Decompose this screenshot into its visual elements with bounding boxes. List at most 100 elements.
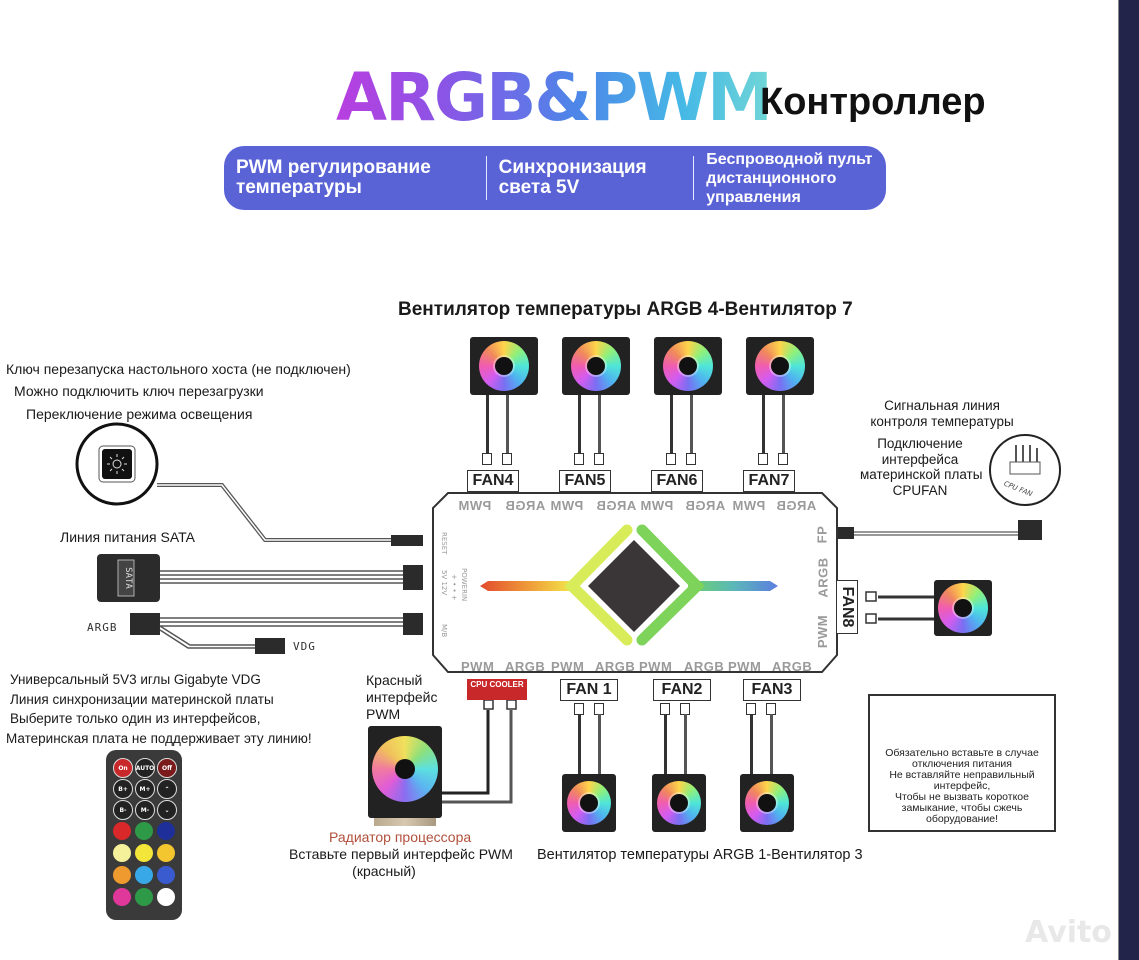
fan-1-unit [562,774,616,832]
fp-connector [838,527,854,539]
fan-icon [746,337,814,395]
remote-button-up[interactable]: ⌃ [157,779,177,799]
title-argb-pwm: ARGB&PWM [336,59,773,136]
hub-top-pin: PWM [732,498,766,513]
reset-note-1: Ключ перезапуска настольного хоста (не п… [6,361,351,377]
fan-icon [562,337,630,395]
sata-text: SATA [123,567,133,589]
bottom-fans-title: Вентилятор температуры ARGB 1-Вентилятор… [537,847,863,863]
cpu-cooler-image [368,726,442,818]
hub-top-pin: PWM [458,498,492,513]
fan-3-unit [740,774,794,832]
remote-button-on[interactable]: On [113,758,133,778]
fan-icon [652,774,706,832]
cpu-insert-note: Вставьте первый интерфейс PWM(красный) [289,846,513,879]
m-b-connector [403,613,423,635]
warning-text: Обязательно вставьте в случае отключения… [885,747,1039,825]
hub-left-mb: M/B [440,624,448,638]
reset-note-2: Можно подключить ключ перезагрузки [14,383,264,399]
reset-note-3: Переключение режима освещения [26,406,253,422]
remote-color-button[interactable] [113,866,131,884]
hub-top-pin: PWM [550,498,584,513]
hub-top-pin: PWM [640,498,674,513]
hub-right-pin-argb: ARGB [815,557,831,598]
hub-left-powerin: POWERIN [460,568,468,602]
remote-color-button[interactable] [157,822,175,840]
hub-right-pin-pwm: PWM [815,614,831,649]
remote-color-button[interactable] [113,844,131,862]
remote-button-down[interactable]: ⌄ [157,800,177,820]
remote-button-auto[interactable]: AUTO [135,758,155,778]
vdg-connector [255,638,285,654]
port-cpu-cooler: CPU COOLER [467,679,527,700]
remote-color-button[interactable] [157,866,175,884]
hub-left-polarity: + • • + [450,574,458,601]
hub-bottom-pin: ARGB [684,659,725,674]
chip [588,540,680,632]
led-strip-right [688,581,778,591]
feature-sync: Синхронизация света 5V [498,157,647,198]
remote-button-m+[interactable]: M+ [135,779,155,799]
hub-left-reset: RESET [440,532,448,555]
hub-top-pin: ARGB [776,498,817,513]
led-diamond-left [564,524,633,646]
fan-icon [654,337,722,395]
remote-color-button[interactable] [135,822,153,840]
led-diamond-right [636,524,705,646]
fan-icon [934,580,992,636]
hub-right-pin-fp: FP [814,525,830,544]
heatpipes [374,818,436,826]
hub-bottom-pin: PWM [551,659,585,674]
top-fans-title: Вентилятор температуры ARGB 4-Вентилятор… [398,299,853,320]
remote-button-b-[interactable]: B- [113,800,133,820]
fan-8-unit [934,580,992,636]
remote-color-button[interactable] [113,822,131,840]
fan-icon [562,774,616,832]
cpufan-connector [1018,520,1042,540]
remote-color-button[interactable] [135,866,153,884]
sata-label: Линия питания SATA [60,529,195,545]
remote-color-button[interactable] [157,888,175,906]
reset-connector [391,535,423,546]
right-edge-bar [1118,0,1139,960]
remote-color-button[interactable] [135,844,153,862]
feature-pwm: PWM регулирование температуры [236,157,431,198]
vdg-label: VDG [293,640,316,653]
remote-button-b+[interactable]: B+ [113,779,133,799]
hub-bottom-pin: PWM [639,659,673,674]
fan-icon [740,774,794,832]
hub-bottom-pin: ARGB [595,659,636,674]
port-fan5: FAN5 [559,470,611,492]
remote-button-off[interactable]: Off [157,758,177,778]
fan-2-unit [652,774,706,832]
fan-4-unit [470,337,538,395]
port-fan6: FAN6 [651,470,703,492]
hub-top-pin: ARGB [685,498,726,513]
hub-bottom-pin: PWM [728,659,762,674]
fan-icon [470,337,538,395]
hub-bottom-pin: PWM [461,659,495,674]
warning-box: Обязательно вставьте в случае отключения… [868,694,1056,832]
port-fan1: FAN 1 [560,679,618,701]
fan-5-unit [562,337,630,395]
fan-7-unit [746,337,814,395]
radiator-title: Радиатор процессора [329,829,472,845]
remote-color-button[interactable] [135,888,153,906]
feature-remote: Беспроводной пульт дистанционного управл… [706,150,873,206]
port-fan8: FAN8 [836,580,858,634]
feature-divider [485,156,487,200]
remote-color-button[interactable] [157,844,175,862]
hub-bottom-pin: ARGB [772,659,813,674]
remote-color-button[interactable] [113,888,131,906]
port-fan2: FAN2 [653,679,711,701]
port-fan4: FAN4 [467,470,519,492]
hub-left-voltage: 5V 12V [440,570,448,596]
light-mode-button [102,449,132,479]
remote-button-m-[interactable]: M- [135,800,155,820]
fan-6-unit [654,337,722,395]
argb-mb-connector [130,613,160,635]
